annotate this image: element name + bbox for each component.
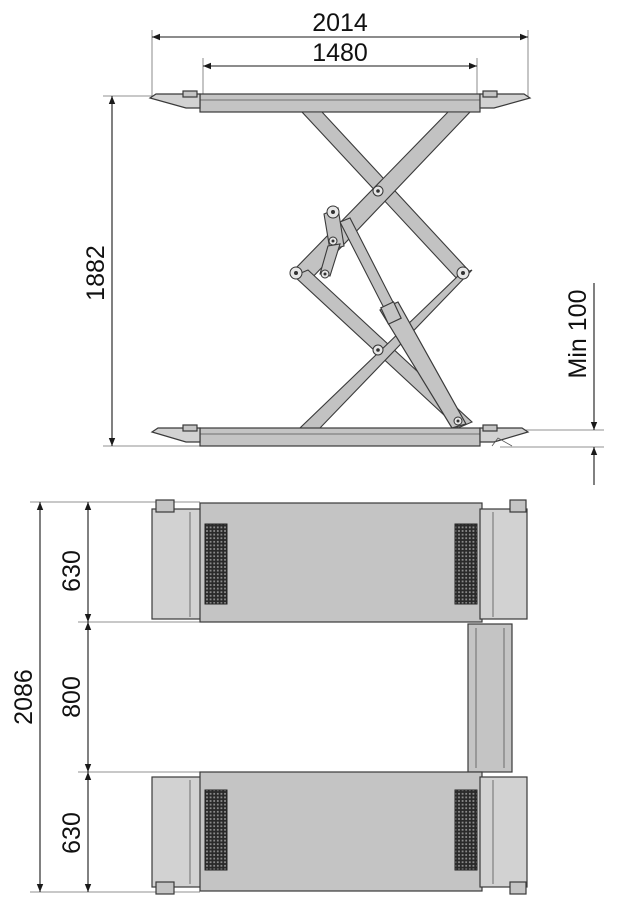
upper-platform: [151, 499, 528, 623]
side-view: 2014 1480 1882 Min 100: [82, 9, 604, 485]
dimension-min-height: Min 100: [500, 283, 604, 485]
connecting-crossmember: [467, 623, 513, 773]
dimension-chain: 630 800 630: [58, 502, 470, 892]
overall-width-label: 2086: [10, 669, 38, 725]
max-height-label: 1882: [82, 245, 110, 301]
gap-width-label: 800: [58, 676, 86, 718]
top-view: 2086 630 800 630: [10, 499, 528, 895]
lower-platform: [151, 771, 528, 895]
scissor-mechanism: [289, 111, 473, 429]
bottom-base: [150, 424, 530, 447]
dimension-platform-length: 1480: [202, 39, 478, 98]
min-height-label: Min 100: [564, 290, 592, 379]
upper-platform-width-label: 630: [58, 550, 86, 592]
overall-length-label: 2014: [312, 9, 368, 37]
lower-platform-width-label: 630: [58, 812, 86, 854]
platform-length-label: 1480: [312, 39, 368, 67]
top-platform: [148, 90, 532, 113]
dimension-max-height: 1882: [82, 95, 200, 447]
dimension-overall-length: 2014: [151, 9, 529, 98]
